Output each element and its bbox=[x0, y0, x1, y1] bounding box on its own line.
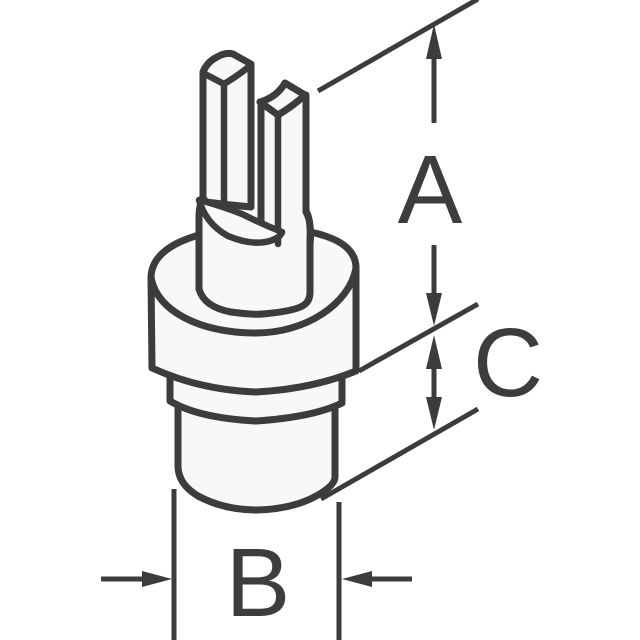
dimension-callouts: A C B bbox=[101, 0, 543, 640]
flange-top-front-edge bbox=[147, 264, 360, 337]
dim-a-down-arrowhead bbox=[426, 293, 442, 326]
dim-c-up-arrowhead bbox=[426, 335, 442, 369]
extension-line-top bbox=[316, 0, 480, 94]
prong-right-outer-edge bbox=[302, 91, 314, 249]
bottom-chamfer-line bbox=[207, 501, 289, 510]
dim-a-up-arrowhead bbox=[426, 24, 442, 59]
dim-c-down-arrowhead bbox=[426, 397, 442, 430]
part-body bbox=[147, 49, 360, 514]
slot-saddle bbox=[195, 196, 286, 246]
extension-line-middle bbox=[357, 301, 480, 374]
extension-line-bottom bbox=[319, 406, 480, 502]
dim-c-label: C bbox=[473, 308, 543, 417]
dimension-c: C bbox=[426, 308, 543, 430]
dim-b-right-arrowhead bbox=[342, 571, 372, 587]
dimension-a: A bbox=[398, 24, 463, 326]
shaft-base-arc bbox=[195, 285, 314, 318]
dimension-b: B bbox=[101, 489, 412, 640]
dim-a-label: A bbox=[398, 135, 463, 244]
dim-b-left-arrowhead bbox=[142, 571, 172, 587]
dim-b-label: B bbox=[226, 528, 291, 637]
prong-right bbox=[260, 83, 306, 244]
